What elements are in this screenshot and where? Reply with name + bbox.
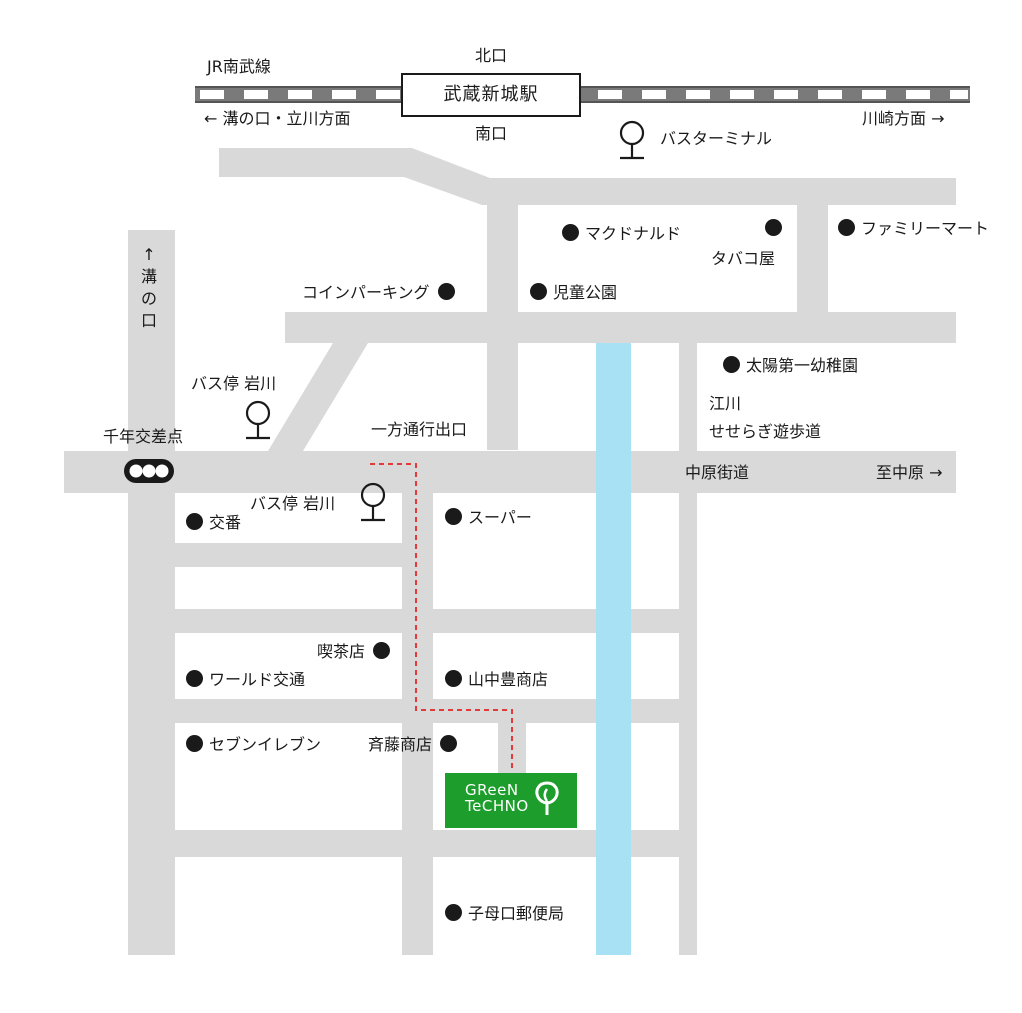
railway-track: [195, 86, 970, 103]
to-nakahara-label: 至中原 →: [876, 463, 943, 482]
place-label: スーパー: [468, 508, 532, 527]
place-yamanaka: 山中豊商店: [445, 670, 548, 690]
place-dot-icon: [445, 508, 462, 525]
direction-left-label: ← 溝の口・立川方面: [204, 109, 351, 128]
place-dot-icon: [562, 224, 579, 241]
rail-line-label: JR南武線: [207, 57, 271, 76]
mizonokuchi-char: 溝: [140, 267, 157, 286]
traffic-light-icon: [124, 459, 174, 483]
place-police-box: 交番: [186, 513, 241, 533]
place-label: 子母口郵便局: [468, 904, 565, 923]
bus-terminal-icon: [619, 120, 645, 160]
tobacco-dot: [765, 219, 782, 239]
place-kindergarten: 太陽第一幼稚園: [723, 356, 858, 376]
place-dot-icon: [530, 283, 547, 300]
walking-route: [370, 463, 513, 770]
place-label: 山中豊商店: [468, 670, 549, 689]
place-label: 斉藤商店: [368, 735, 433, 754]
place-label: 喫茶店: [317, 642, 366, 661]
logo-line2: TeCHNO: [465, 797, 529, 815]
station-box: 武蔵新城駅: [401, 73, 581, 117]
bus-stop-south-label: バス停 岩川: [250, 494, 336, 513]
direction-right-label: 川崎方面 →: [862, 109, 945, 128]
place-dot-icon: [373, 642, 391, 659]
place-label: 太陽第一幼稚園: [746, 356, 859, 375]
place-dot-icon: [445, 670, 462, 687]
place-supermarket: スーパー: [445, 508, 532, 528]
logo-line1: GReeN: [465, 781, 519, 799]
place-label: ファミリーマート: [861, 219, 990, 238]
roads: [64, 148, 956, 955]
leaf-mark-icon: [535, 781, 559, 815]
mizonokuchi-char: 口: [140, 311, 157, 330]
place-label: ワールド交通: [209, 670, 306, 689]
place-label: マクドナルド: [585, 224, 682, 243]
place-label: セブンイレブン: [209, 735, 322, 754]
place-label: 交番: [209, 513, 242, 532]
bus-stop-north-icon: [245, 400, 271, 440]
place-saito: 斉藤商店: [368, 735, 458, 755]
intersection-label: 千年交差点: [103, 427, 184, 446]
place-mcdonalds: マクドナルド: [562, 224, 681, 244]
place-park: 児童公園: [530, 283, 617, 303]
place-dot-icon: [186, 735, 203, 752]
place-cafe: 喫茶店: [317, 642, 391, 662]
place-world-travel: ワールド交通: [186, 670, 305, 690]
bus-stop-south-icon: [360, 482, 386, 522]
mizonokuchi-char: ↑: [142, 245, 156, 264]
place-label: 児童公園: [553, 283, 618, 302]
place-tobacco-label: タバコ屋: [711, 249, 776, 268]
one-way-exit-label: 一方通行出口: [371, 420, 468, 439]
place-dot-icon: [838, 219, 855, 236]
south-exit-label: 南口: [475, 124, 508, 143]
green-techno-logo: GReeN TeCHNO: [445, 773, 577, 828]
place-coin-parking: コインパーキング: [302, 283, 455, 303]
place-label: コインパーキング: [302, 283, 430, 302]
place-familymart: ファミリーマート: [838, 219, 989, 239]
place-dot-icon: [437, 283, 455, 300]
mizonokuchi-direction-label: ↑ 溝 の 口: [139, 244, 159, 332]
place-dot-icon: [445, 904, 462, 921]
bus-stop-north-label: バス停 岩川: [191, 374, 277, 393]
north-exit-label: 北口: [475, 46, 508, 65]
place-dot-icon: [765, 219, 782, 236]
promenade-label-line1: 江川: [709, 394, 742, 413]
place-dot-icon: [440, 735, 458, 752]
place-seven-eleven: セブンイレブン: [186, 735, 321, 755]
bus-terminal-label: バスターミナル: [660, 129, 773, 148]
main-road-label: 中原街道: [685, 463, 750, 482]
place-dot-icon: [186, 513, 203, 530]
egawa-river: [596, 343, 631, 955]
mizonokuchi-char: の: [140, 289, 157, 308]
place-post-office: 子母口郵便局: [445, 904, 564, 924]
place-dot-icon: [723, 356, 740, 373]
place-dot-icon: [186, 670, 203, 687]
promenade-label-line2: せせらぎ遊歩道: [709, 422, 822, 441]
